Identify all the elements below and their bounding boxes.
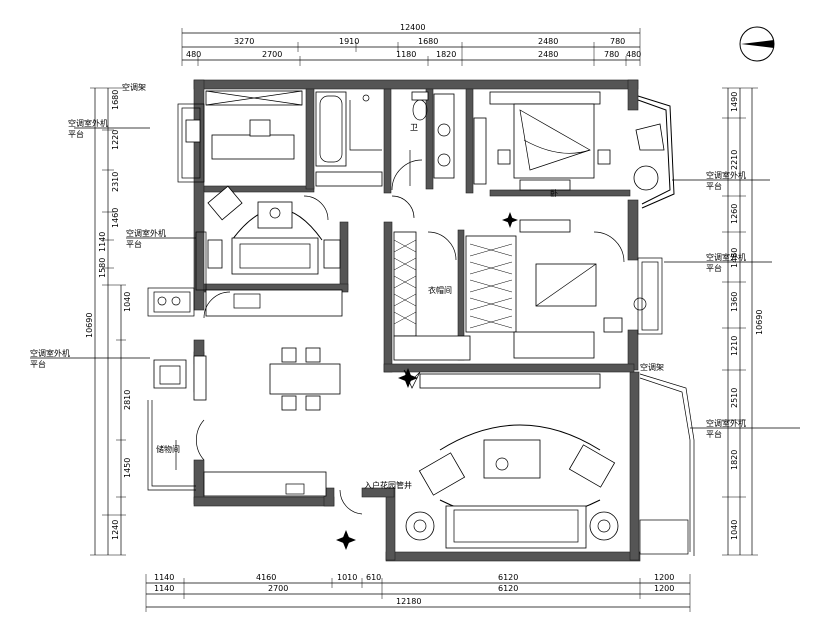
- dim-left-f: 1580: [98, 258, 107, 278]
- dim-left-e: 1140: [98, 232, 107, 252]
- dim-right-e: 1360: [730, 292, 739, 312]
- dim-left-d: 1460: [111, 208, 120, 228]
- dim-top-k: 780: [604, 50, 619, 59]
- right-dimensions: 1490 2210 1260 1460 1360 1210 10690 2510…: [722, 87, 764, 556]
- callout-left-mid-1: 空调室外机: [126, 228, 166, 238]
- callout-right-mid-1: 空调室外机: [706, 252, 746, 262]
- dim-top-g: 2700: [262, 50, 282, 59]
- entry-note-label: 入户花园管井: [364, 480, 412, 490]
- north-arrow-icon: [739, 26, 775, 62]
- bathroom-furniture: 卫: [315, 91, 455, 191]
- dim-left-b: 1220: [111, 130, 120, 150]
- left-dimensions: 1680 1220 2310 1460 1140 1580 10690 1040…: [85, 87, 132, 556]
- dim-right-b: 2210: [730, 150, 739, 170]
- dim-top-c: 1680: [418, 37, 438, 46]
- dim-top-e: 780: [610, 37, 625, 46]
- dim-bot-h: 2700: [268, 584, 288, 593]
- dim-left-i: 1450: [123, 458, 132, 478]
- callout-right-top-1: 空调室外机: [706, 170, 746, 180]
- door-swings: [196, 195, 415, 515]
- living-room-furniture: [403, 297, 647, 549]
- callout-right-mid-2: 平台: [706, 263, 722, 273]
- dim-bot-i: 6120: [498, 584, 518, 593]
- plant-icon: [336, 530, 356, 550]
- dim-top-h: 1180: [396, 50, 416, 59]
- dim-left-h: 2810: [123, 390, 132, 410]
- dim-top-a: 3270: [234, 37, 254, 46]
- dim-left-a: 1680: [111, 90, 120, 110]
- kitchen-dining-furniture: [153, 289, 343, 497]
- dim-bot-overall: 12180: [396, 597, 421, 606]
- dim-right-c: 1260: [730, 204, 739, 224]
- svg-text:卫: 卫: [410, 123, 418, 132]
- ac-shelf-label-top: 空调架: [122, 82, 146, 92]
- dim-top-b: 1910: [339, 37, 359, 46]
- dim-left-j: 1240: [111, 520, 120, 540]
- dim-top-d: 2480: [538, 37, 558, 46]
- callout-left-mid-2: 平台: [126, 239, 142, 249]
- dim-right-h: 1820: [730, 450, 739, 470]
- study-furniture: [185, 90, 341, 275]
- master-bedroom-furniture: 卧: [473, 91, 665, 198]
- dim-right-d: 1460: [730, 248, 739, 268]
- cloakroom-furniture: 衣帽间: [393, 219, 625, 361]
- plant-icon: [502, 212, 518, 228]
- plant-icon: [398, 368, 418, 388]
- storage-label: 储物间: [156, 444, 180, 454]
- dim-bot-j: 1200: [654, 584, 674, 593]
- dim-bot-d: 610: [366, 573, 381, 582]
- room-labels: 储物间 空调架 空调架 入户花园管井: [122, 82, 664, 490]
- dim-right-overall: 10690: [755, 310, 764, 335]
- dim-right-f: 1210: [730, 336, 739, 356]
- callout-left-top-1: 空调室外机: [68, 118, 108, 128]
- dim-top-overall: 12400: [400, 23, 425, 32]
- dim-right-i: 1040: [730, 520, 739, 540]
- platform-outlines: [147, 103, 695, 556]
- callout-left-bottom-2: 平台: [30, 359, 46, 369]
- svg-text:卧: 卧: [550, 189, 558, 198]
- dim-right-a: 1490: [730, 92, 739, 112]
- callout-right-bottom-2: 平台: [706, 429, 722, 439]
- dim-left-g: 1040: [123, 292, 132, 312]
- dim-top-j: 2480: [538, 50, 558, 59]
- dim-left-c: 2310: [111, 172, 120, 192]
- plant-icons: [336, 212, 518, 550]
- dim-top-f: 480: [186, 50, 201, 59]
- dim-right-g: 2510: [730, 388, 739, 408]
- callout-left-top-2: 平台: [68, 129, 84, 139]
- dim-bot-a: 1140: [154, 573, 174, 582]
- top-dimensions: 12400 3270 1910 1680 2480 780 480 2700 1…: [181, 23, 641, 66]
- callout-right-bottom-1: 空调室外机: [706, 418, 746, 428]
- interior-walls: [193, 88, 635, 507]
- dim-bot-f: 1200: [654, 573, 674, 582]
- callout-right-top-2: 平台: [706, 181, 722, 191]
- ac-shelf-label-right: 空调架: [640, 362, 664, 372]
- ac-callouts: 空调室外机 平台 空调室外机 平台 空调室外机 平台 空调室外机 平台 空调室外…: [30, 118, 800, 439]
- exterior-walls: [193, 79, 675, 562]
- dim-bot-c: 1010: [337, 573, 357, 582]
- dim-top-l: 480: [626, 50, 641, 59]
- dim-top-i: 1820: [436, 50, 456, 59]
- dim-left-overall: 10690: [85, 313, 94, 338]
- cloakroom-label: 衣帽间: [428, 285, 452, 295]
- dim-bot-e: 6120: [498, 573, 518, 582]
- callout-left-bottom-1: 空调室外机: [30, 348, 70, 358]
- dim-bot-g: 1140: [154, 584, 174, 593]
- bottom-dimensions: 1140 4160 1010 610 6120 1200 1140 2700 6…: [145, 573, 691, 612]
- dim-bot-b: 4160: [256, 573, 276, 582]
